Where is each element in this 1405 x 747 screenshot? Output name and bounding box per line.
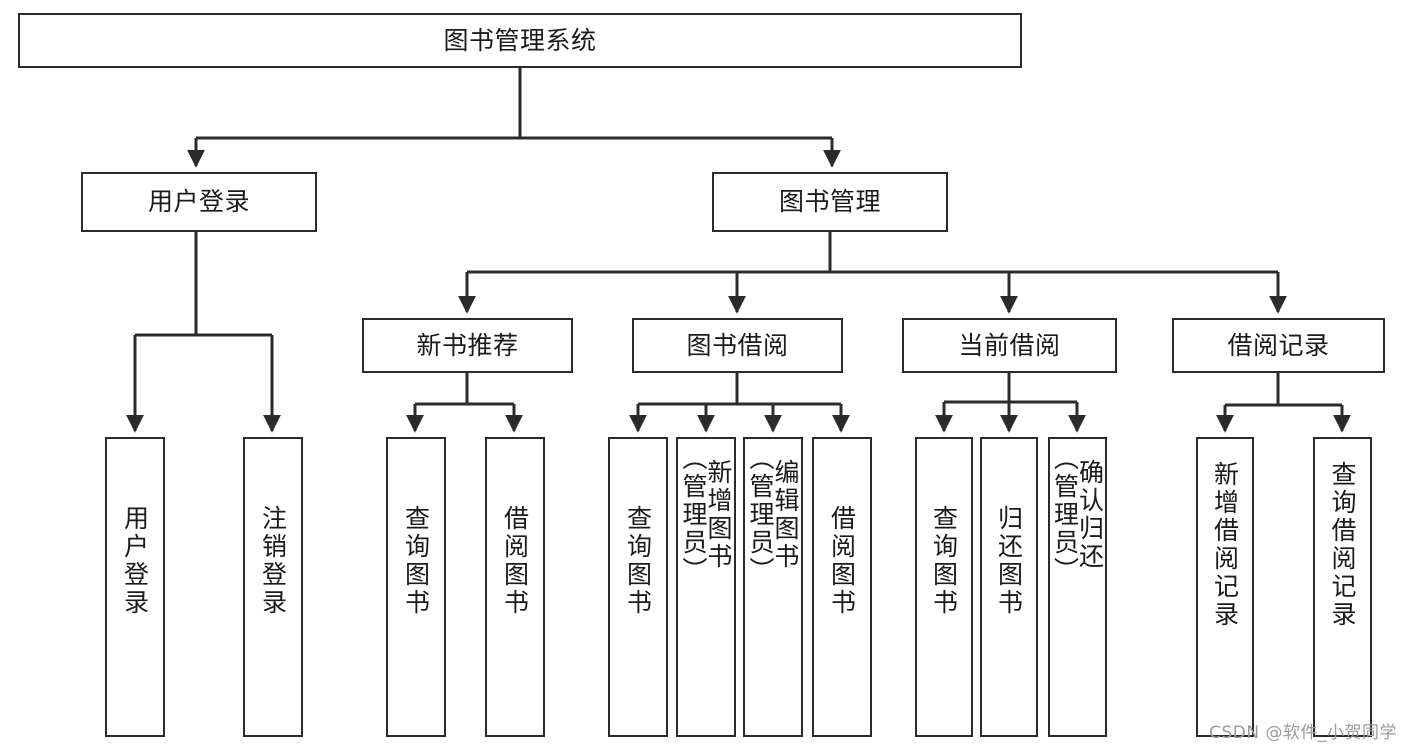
- node-leaf-query-record-label: 查询借阅记录: [1328, 461, 1357, 629]
- node-current-borrow[interactable]: 当前借阅: [902, 318, 1117, 373]
- node-leaf-query-book-2[interactable]: 查询图书: [608, 437, 668, 737]
- node-leaf-user-login-label: 用户登录: [120, 505, 150, 617]
- node-leaf-borrow-book-1-label: 借阅图书: [500, 505, 530, 617]
- node-leaf-add-book[interactable]: 新增图书 （管理员）: [676, 437, 736, 737]
- node-user-login[interactable]: 用户登录: [81, 172, 317, 232]
- node-leaf-confirm-return[interactable]: 确认归还 （管理员）: [1048, 437, 1107, 737]
- node-leaf-borrow-book-1[interactable]: 借阅图书: [485, 437, 545, 737]
- watermark: CSDN @软件_小贺同学: [1209, 723, 1397, 743]
- node-new-book-recommend-label: 新书推荐: [416, 330, 519, 360]
- node-borrow-record-label: 借阅记录: [1227, 330, 1330, 360]
- node-leaf-edit-book[interactable]: 编辑图书 （管理员）: [743, 437, 803, 737]
- node-leaf-logout-login[interactable]: 注销登录: [243, 437, 303, 737]
- node-leaf-add-book-label: 新增图书 （管理员）: [679, 445, 733, 585]
- node-book-borrow-label: 图书借阅: [686, 330, 789, 360]
- node-leaf-logout-login-label: 注销登录: [258, 505, 288, 617]
- node-leaf-query-book-2-label: 查询图书: [623, 505, 653, 617]
- node-leaf-borrow-book-2[interactable]: 借阅图书: [812, 437, 872, 737]
- node-user-login-label: 用户登录: [147, 187, 250, 217]
- node-root[interactable]: 图书管理系统: [18, 13, 1022, 68]
- node-new-book-recommend[interactable]: 新书推荐: [362, 318, 573, 373]
- node-book-manage[interactable]: 图书管理: [712, 172, 948, 232]
- node-leaf-add-record[interactable]: 新增借阅记录: [1196, 437, 1254, 737]
- node-leaf-borrow-book-2-label: 借阅图书: [827, 505, 857, 617]
- node-leaf-add-record-label: 新增借阅记录: [1210, 461, 1240, 629]
- node-leaf-query-record[interactable]: 查询借阅记录: [1313, 437, 1372, 737]
- node-leaf-query-book-1-label: 查询图书: [401, 505, 431, 617]
- node-book-borrow[interactable]: 图书借阅: [632, 318, 843, 373]
- node-leaf-return-book-label: 归还图书: [994, 505, 1024, 617]
- node-leaf-confirm-return-label: 确认归还 （管理员）: [1050, 445, 1105, 585]
- node-current-borrow-label: 当前借阅: [958, 330, 1061, 360]
- node-borrow-record[interactable]: 借阅记录: [1172, 318, 1385, 373]
- node-leaf-query-book-3-label: 查询图书: [929, 505, 959, 617]
- node-leaf-query-book-1[interactable]: 查询图书: [386, 437, 446, 737]
- node-leaf-query-book-3[interactable]: 查询图书: [915, 437, 973, 737]
- node-leaf-user-login[interactable]: 用户登录: [105, 437, 165, 737]
- node-root-label: 图书管理系统: [443, 25, 597, 55]
- node-leaf-edit-book-label: 编辑图书 （管理员）: [746, 445, 800, 585]
- node-book-manage-label: 图书管理: [778, 187, 881, 217]
- node-leaf-return-book[interactable]: 归还图书: [980, 437, 1038, 737]
